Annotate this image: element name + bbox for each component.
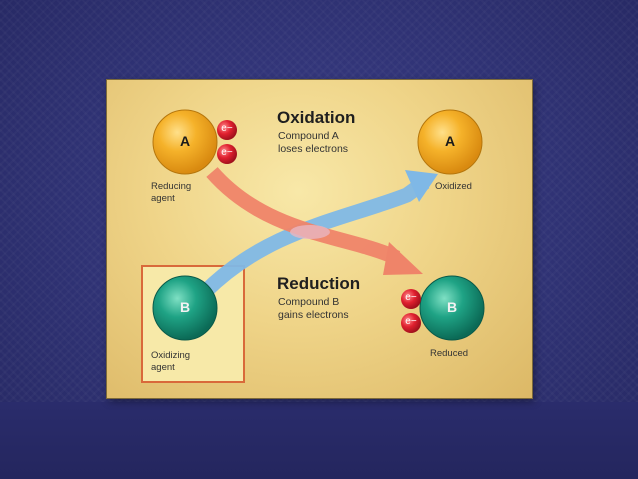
redox-diagram-graphics	[152, 109, 485, 341]
arrowhead-blue	[405, 170, 438, 202]
oxidation-title: Oxidation	[277, 108, 356, 127]
reduced-label: Reduced	[430, 348, 469, 359]
compound-a-oxidized-letter: A	[444, 133, 456, 149]
compound-b-letter: B	[179, 299, 191, 315]
redox-diagram-panel: A A B B e− e− e− e− Oxidation Compound A…	[107, 80, 532, 398]
reduction-title: Reduction	[277, 274, 361, 293]
arrowhead-red	[383, 242, 423, 275]
compound-a-letter: A	[179, 133, 191, 149]
oxidation-line2: loses electrons	[278, 143, 349, 155]
oxidizing-agent-label-line1: Oxidizing	[151, 350, 191, 361]
arrow-crossing-overlay	[290, 225, 330, 239]
electron-symbol: e−	[221, 123, 233, 134]
electron-symbol: e−	[221, 147, 233, 158]
electron-icon	[217, 144, 237, 164]
compound-b-ball	[152, 275, 218, 341]
oxidized-label: Oxidized	[435, 181, 472, 192]
compound-a-ball	[152, 109, 218, 175]
electron-symbol: e−	[405, 316, 417, 327]
reduction-line1: Compound B	[278, 296, 340, 308]
oxidizing-agent-label-line2: agent	[151, 362, 175, 373]
reducing-agent-label-line2: agent	[151, 193, 175, 204]
compound-a-oxidized-ball	[417, 109, 483, 175]
oxidation-line1: Compound A	[278, 130, 339, 142]
reduction-line2: gains electrons	[278, 309, 349, 321]
electron-symbol: e−	[405, 292, 417, 303]
electron-icon	[217, 120, 237, 140]
reducing-agent-label-line1: Reducing	[151, 181, 192, 192]
compound-b-reduced-letter: B	[446, 299, 458, 315]
electron-icon	[401, 313, 421, 333]
compound-b-reduced-ball	[419, 275, 485, 341]
electron-icon	[401, 289, 421, 309]
slide-footer-band	[0, 402, 638, 479]
